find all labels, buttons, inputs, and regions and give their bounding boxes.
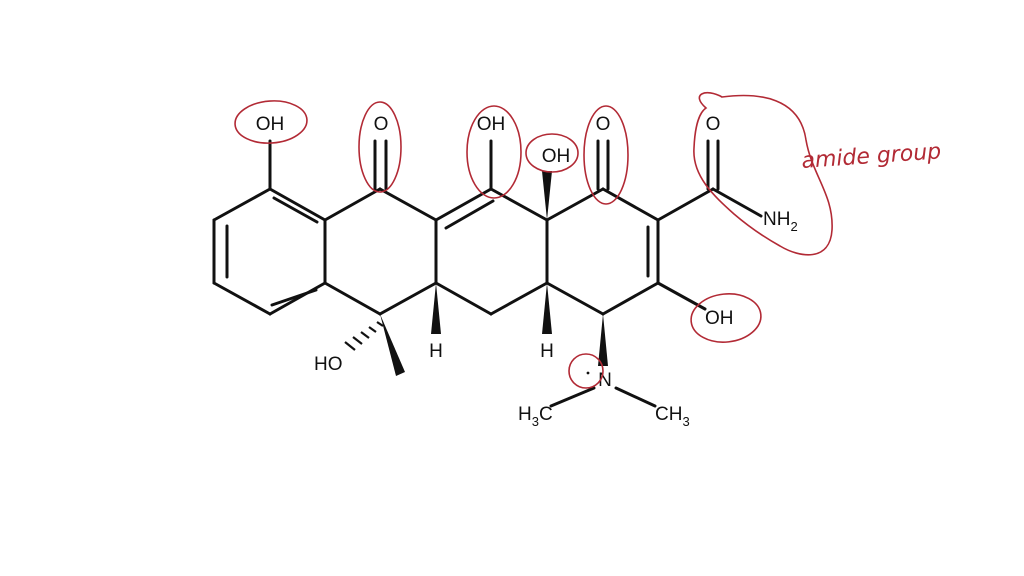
label-h-c5a: H bbox=[429, 341, 443, 362]
label-amide-nh2: NH2 bbox=[763, 209, 798, 234]
methyl-left-h: H bbox=[518, 404, 532, 425]
label-c6-ho: HO bbox=[314, 354, 343, 375]
label-c3-oh: OH bbox=[705, 308, 734, 329]
label-h-c4a: H bbox=[540, 341, 554, 362]
nh2-subscript: 2 bbox=[790, 219, 797, 234]
label-ring-fusion-oh: OH bbox=[542, 146, 571, 167]
methyl-left-c: C bbox=[539, 404, 553, 425]
amide-group-note: amide group bbox=[801, 139, 942, 174]
methyl-right-sub: 3 bbox=[682, 414, 689, 429]
circle-keto-o-2 bbox=[583, 105, 629, 205]
label-methyl-right: CH3 bbox=[655, 404, 690, 429]
stereo-bonds bbox=[344, 171, 608, 376]
methyl-left-sub: 3 bbox=[532, 414, 539, 429]
atom-labels: OH O OH OH O O NH2 OH HO H H N H3C CH3 bbox=[256, 114, 798, 429]
circle-dimethylamino-n bbox=[568, 353, 604, 389]
circle-ring-fusion-oh bbox=[525, 133, 579, 173]
circle-keto-o-1 bbox=[358, 101, 402, 193]
methyl-right-ch: CH bbox=[655, 404, 682, 425]
circle-enol-oh bbox=[466, 105, 522, 199]
label-phenol-oh: OH bbox=[256, 114, 285, 135]
label-keto-o-2: O bbox=[596, 114, 611, 135]
circle-phenol-oh bbox=[234, 100, 308, 144]
label-dimethylamino-n: N bbox=[598, 370, 612, 391]
label-amide-o: O bbox=[706, 114, 721, 135]
label-keto-o-1: O bbox=[374, 114, 389, 135]
bond-lines bbox=[212, 139, 763, 408]
label-methyl-left: H3C bbox=[518, 404, 553, 429]
dot-marker bbox=[586, 371, 590, 375]
label-enol-oh: OH bbox=[477, 114, 506, 135]
nh2-main: NH bbox=[763, 209, 790, 230]
circle-c3-oh bbox=[690, 293, 762, 343]
outline-amide-group bbox=[693, 92, 833, 256]
handwritten-annotations: amide group bbox=[234, 92, 942, 389]
